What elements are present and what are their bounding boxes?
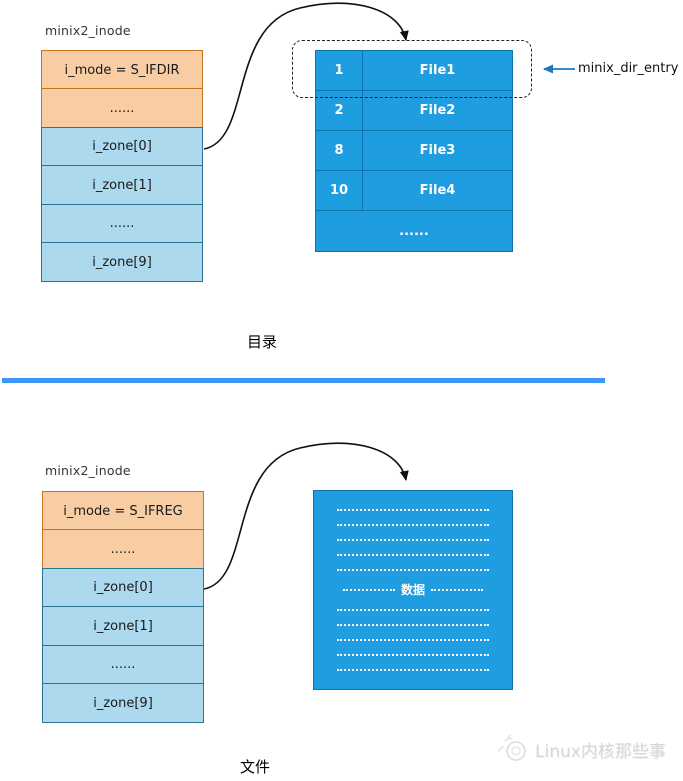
dir-entry-struct-label: minix_dir_entry xyxy=(578,61,679,76)
dir-entries-ellipsis: ...... xyxy=(399,223,429,239)
dir-entry-row-more: ...... xyxy=(316,211,512,251)
inode-row-zone1: i_zone[1] xyxy=(42,606,204,647)
data-dots-line xyxy=(337,624,489,626)
data-dots-line xyxy=(337,569,489,571)
dir-entry-inode: 10 xyxy=(316,171,363,210)
dandelion-logo-icon xyxy=(498,735,526,761)
inode-table-directory: i_mode = S_IFDIR ...... i_zone[0] i_zone… xyxy=(41,50,203,283)
inode-row-zone9: i_zone[9] xyxy=(41,242,203,283)
inode-row-more: ...... xyxy=(41,88,203,129)
inode-row-more: ...... xyxy=(42,529,204,570)
inode-row-mode: i_mode = S_IFDIR xyxy=(41,50,203,90)
dir-entry-name: File3 xyxy=(419,143,456,158)
data-dots-line xyxy=(337,509,489,511)
inode-row-zones-more: ...... xyxy=(41,203,203,244)
data-dots-line xyxy=(337,539,489,541)
dir-entry-name: File2 xyxy=(419,103,456,118)
data-label: 数据 xyxy=(400,583,425,597)
dir-entry-inode: 8 xyxy=(316,131,363,170)
data-dots-line xyxy=(431,589,483,591)
inode-row-zone0: i_zone[0] xyxy=(42,567,204,608)
dir-entry-row: 8 File3 xyxy=(316,131,512,171)
inode-row-zone1: i_zone[1] xyxy=(41,165,203,206)
data-dots-line xyxy=(337,554,489,556)
caption-file: 文件 xyxy=(239,758,270,776)
data-dots-line xyxy=(337,639,489,641)
inode-row-zone0: i_zone[0] xyxy=(41,126,203,167)
dir-entry-highlight-outline xyxy=(292,40,532,98)
data-dots-line xyxy=(337,669,489,671)
caption-directory: 目录 xyxy=(246,333,277,351)
inode-table-file: i_mode = S_IFREG ...... i_zone[0] i_zone… xyxy=(42,491,204,724)
inode-row-zones-more: ...... xyxy=(42,644,204,685)
data-label-line: 数据 xyxy=(342,583,483,597)
file-data-block: 数据 xyxy=(313,490,513,690)
watermark-text: Linux内核那些事 xyxy=(535,741,666,762)
dir-entry-row: 10 File4 xyxy=(316,171,512,211)
data-dots-line xyxy=(342,589,395,591)
struct-label-directory: minix2_inode xyxy=(45,23,131,38)
section-divider xyxy=(2,378,605,383)
data-dots-line xyxy=(337,524,489,526)
watermark: Linux内核那些事 xyxy=(498,735,666,763)
inode-row-mode: i_mode = S_IFREG xyxy=(42,491,204,531)
dir-entry-name: File1 xyxy=(419,63,456,78)
dir-entry-name: File4 xyxy=(419,183,456,198)
data-dots-line xyxy=(337,609,489,611)
data-dots-line xyxy=(337,654,489,656)
inode-row-zone9: i_zone[9] xyxy=(42,683,204,724)
struct-label-file: minix2_inode xyxy=(45,463,131,478)
